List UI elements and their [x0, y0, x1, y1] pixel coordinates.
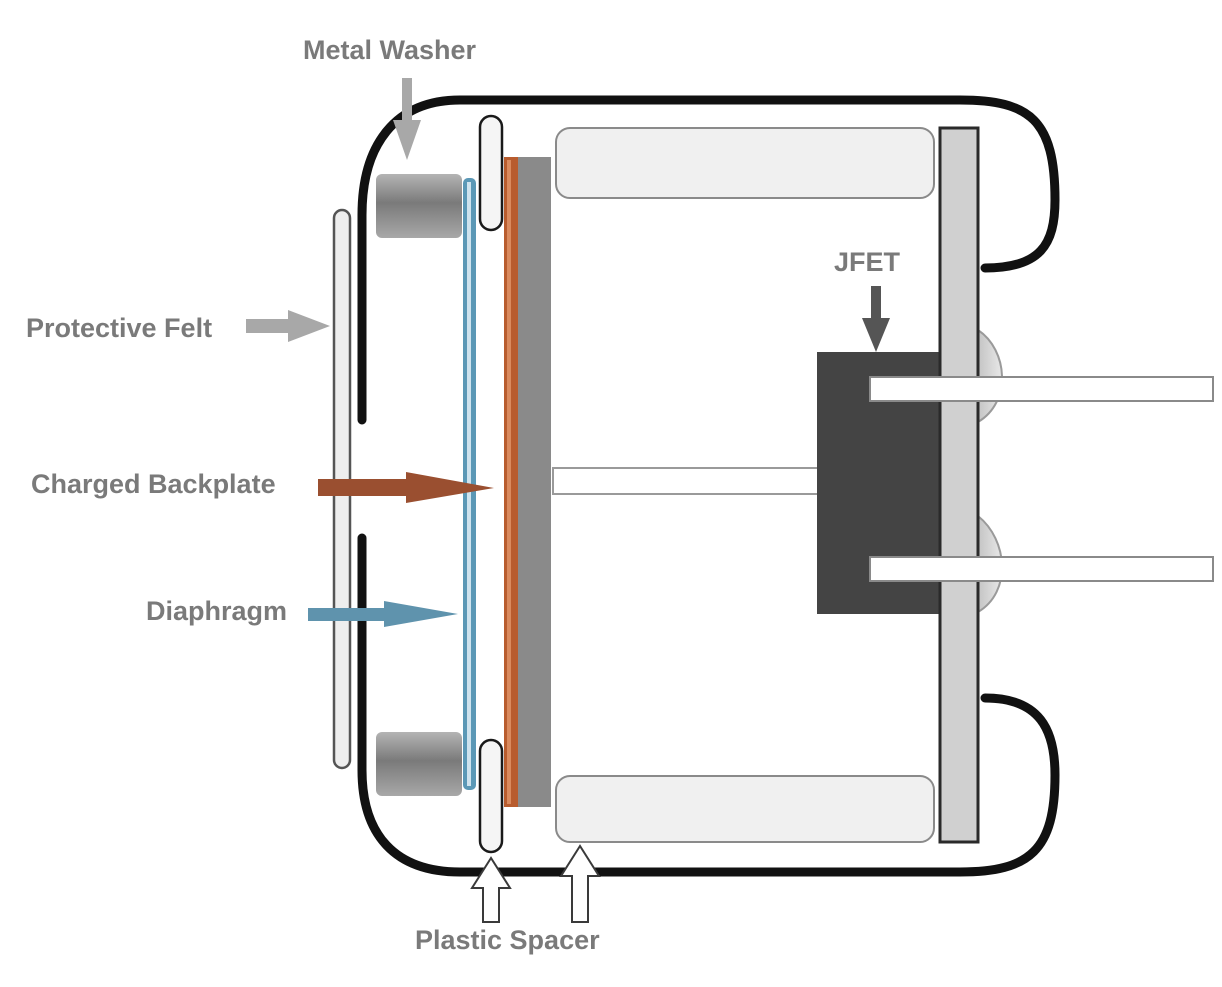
jfet-label: JFET	[834, 247, 901, 277]
jfet-arrow	[862, 286, 890, 352]
jfet-lead-top	[869, 376, 1214, 402]
plastic-spacer-arrow-right	[559, 844, 601, 923]
plastic-spacer-arrow-left	[470, 856, 512, 923]
plastic-spacer-ring-top	[478, 114, 504, 232]
microphone-casing	[357, 95, 1060, 877]
backplate-support	[518, 157, 551, 807]
circuit-board	[938, 126, 980, 844]
charged-backplate-label: Charged Backplate	[31, 469, 276, 499]
metal-washer-top	[376, 174, 462, 238]
metal-washer-arrow	[393, 78, 421, 160]
protective-felt-arrow	[246, 310, 330, 342]
plastic-spacer-label: Plastic Spacer	[415, 925, 600, 955]
backplate-highlight	[507, 160, 511, 804]
plastic-spacer-tube-bottom	[555, 775, 935, 843]
diaphragm-label: Diaphragm	[146, 596, 288, 626]
metal-washer-bottom	[376, 732, 462, 796]
plastic-spacer-ring-bottom	[478, 738, 504, 854]
metal-washer-label: Metal Washer	[303, 35, 477, 65]
protective-felt-label: Protective Felt	[26, 313, 213, 343]
casing-lower	[357, 533, 1060, 877]
charged-backplate-arrow	[318, 472, 494, 503]
diaphragm-arrow	[308, 601, 458, 627]
casing-outer	[357, 95, 1060, 425]
jfet-lead-bottom	[869, 556, 1214, 582]
plastic-spacer-tube-top	[555, 127, 935, 199]
